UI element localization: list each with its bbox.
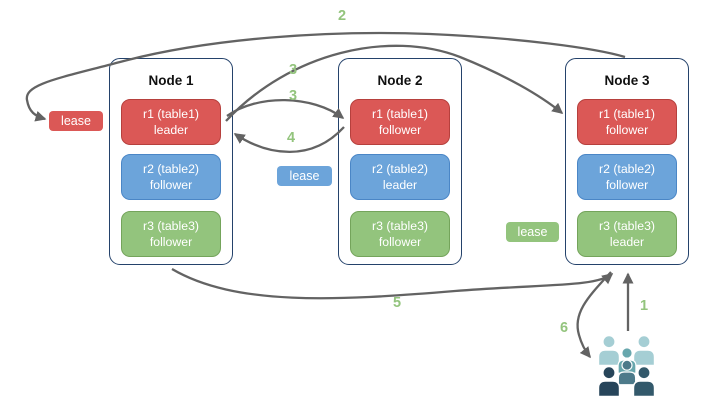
replica-r3-node2: r3 (table3) follower	[350, 211, 450, 257]
replica-role: leader	[382, 178, 418, 192]
replica-r3-node3: r3 (table3) leader	[577, 211, 677, 257]
replica-r1-node3: r1 (table1) follower	[577, 99, 677, 145]
node-title: Node 3	[604, 73, 650, 88]
replica-role: follower	[149, 178, 193, 192]
replica-name: r2 (table2)	[598, 161, 656, 176]
replica-role: follower	[605, 123, 649, 137]
lease-tag-table2: lease	[277, 166, 332, 186]
replica-role: follower	[149, 235, 193, 249]
replica-name: r1 (table1)	[371, 106, 429, 121]
step-label-5: 5	[392, 295, 402, 311]
node-title: Node 2	[377, 73, 423, 88]
replica-r2-node3: r2 (table2) follower	[577, 154, 677, 200]
lease-tag-table3: lease	[506, 222, 559, 242]
replica-role: follower	[378, 235, 422, 249]
step-label-3a: 3	[288, 62, 298, 78]
replica-r1-node2: r1 (table1) follower	[350, 99, 450, 145]
users-group-icon	[597, 334, 656, 398]
replica-r1-node1: r1 (table1) leader	[121, 99, 221, 145]
replica-name: r2 (table2)	[142, 161, 200, 176]
step-label-4: 4	[286, 130, 296, 146]
person-icon	[597, 334, 621, 367]
person-icon	[617, 347, 637, 374]
replica-r2-node2: r2 (table2) leader	[350, 154, 450, 200]
arrow-step-6-node3-to-clients	[576, 271, 612, 359]
replica-name: r3 (table3)	[142, 218, 200, 233]
step-label-1: 1	[639, 298, 649, 314]
replica-role: leader	[153, 123, 189, 137]
step-label-6: 6	[559, 320, 569, 336]
step-label-3b: 3	[288, 88, 298, 104]
replica-name: r1 (table1)	[598, 106, 656, 121]
replica-r2-node1: r2 (table2) follower	[121, 154, 221, 200]
node-2: Node 2 r1 (table1) follower r2 (table2) …	[338, 58, 462, 265]
person-icon	[632, 334, 656, 367]
replica-name: r3 (table3)	[371, 218, 429, 233]
replica-name: r1 (table1)	[142, 106, 200, 121]
arrow-step-5-node1-to-node3	[171, 268, 614, 300]
person-icon	[632, 365, 656, 398]
person-icon	[617, 359, 637, 386]
node-1: Node 1 r1 (table1) leader r2 (table2) fo…	[109, 58, 233, 265]
replica-name: r3 (table3)	[598, 218, 656, 233]
replica-r3-node1: r3 (table3) follower	[121, 211, 221, 257]
node-3: Node 3 r1 (table1) follower r2 (table2) …	[565, 58, 689, 265]
node-title: Node 1	[148, 73, 194, 88]
person-icon	[597, 365, 621, 398]
lease-tag-table1: lease	[49, 111, 103, 131]
replica-role: follower	[605, 178, 649, 192]
replica-name: r2 (table2)	[371, 161, 429, 176]
replica-role: follower	[378, 123, 422, 137]
step-label-2: 2	[337, 8, 347, 24]
replica-role: leader	[609, 235, 645, 249]
